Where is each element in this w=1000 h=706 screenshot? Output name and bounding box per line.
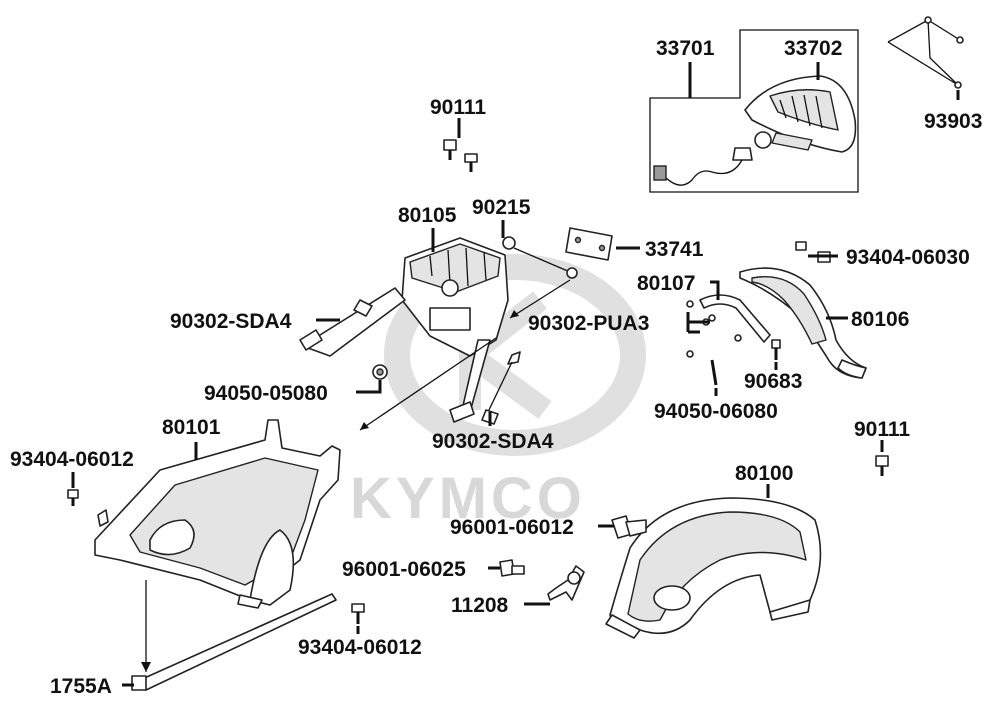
callout-80106: 80106 [851, 308, 909, 331]
reflector [565, 227, 613, 261]
clamp [547, 565, 585, 601]
screw-left [67, 489, 79, 506]
callout-93903: 93903 [924, 110, 982, 133]
callout-80107: 80107 [637, 272, 695, 295]
bolt-right [875, 455, 889, 476]
callout-94050-05080: 94050-05080 [204, 382, 328, 405]
callout-93404-06030: 93404-06030 [846, 246, 970, 269]
callout-93404-06012-a: 93404-06012 [10, 448, 134, 471]
callout-90302-PUA3: 90302-PUA3 [528, 312, 649, 335]
flange-bolt-06012 [611, 515, 647, 539]
callout-1755A: 1755A [50, 675, 112, 698]
washer-and-spring [502, 236, 578, 279]
callout-80105: 80105 [398, 204, 457, 227]
bolt-pair-top [443, 139, 478, 172]
callout-90111-top: 90111 [430, 96, 486, 119]
callout-labels: 33701 33702 93903 90111 80105 90215 3374… [10, 37, 982, 698]
rear-carrier-frame [299, 237, 521, 425]
nut-05080 [372, 364, 388, 380]
watermark-brand-text: KYMCO [350, 466, 586, 531]
callout-33701: 33701 [656, 37, 715, 60]
inner-fender [94, 419, 341, 609]
flange-bolt-06025 [499, 559, 525, 577]
callout-90215: 90215 [472, 196, 531, 219]
callout-90302-SDA4-b: 90302-SDA4 [432, 430, 554, 453]
tail-light-assembly [649, 29, 859, 193]
callout-33702: 33702 [784, 37, 842, 60]
assembly-arrows [359, 279, 571, 431]
callout-90111-right: 90111 [854, 418, 910, 441]
callout-11208: 11208 [451, 594, 509, 617]
callout-96001-06012: 96001-06012 [450, 516, 574, 539]
callout-96001-06025: 96001-06025 [342, 558, 466, 581]
callout-90302-SDA4-a: 90302-SDA4 [170, 310, 292, 333]
callout-80101: 80101 [162, 416, 221, 439]
rear-fender [605, 497, 822, 639]
callout-80100: 80100 [735, 462, 793, 485]
license-plate-bracket [686, 241, 867, 386]
stay-wire [887, 16, 964, 89]
callout-94050-06080: 94050-06080 [654, 400, 778, 423]
leader-lines [71, 62, 960, 687]
tie-band [131, 580, 337, 691]
callout-90683: 90683 [744, 370, 802, 393]
callout-33741: 33741 [645, 238, 704, 261]
screw-bottom [351, 603, 365, 624]
callout-93404-06012-b: 93404-06012 [298, 636, 422, 659]
